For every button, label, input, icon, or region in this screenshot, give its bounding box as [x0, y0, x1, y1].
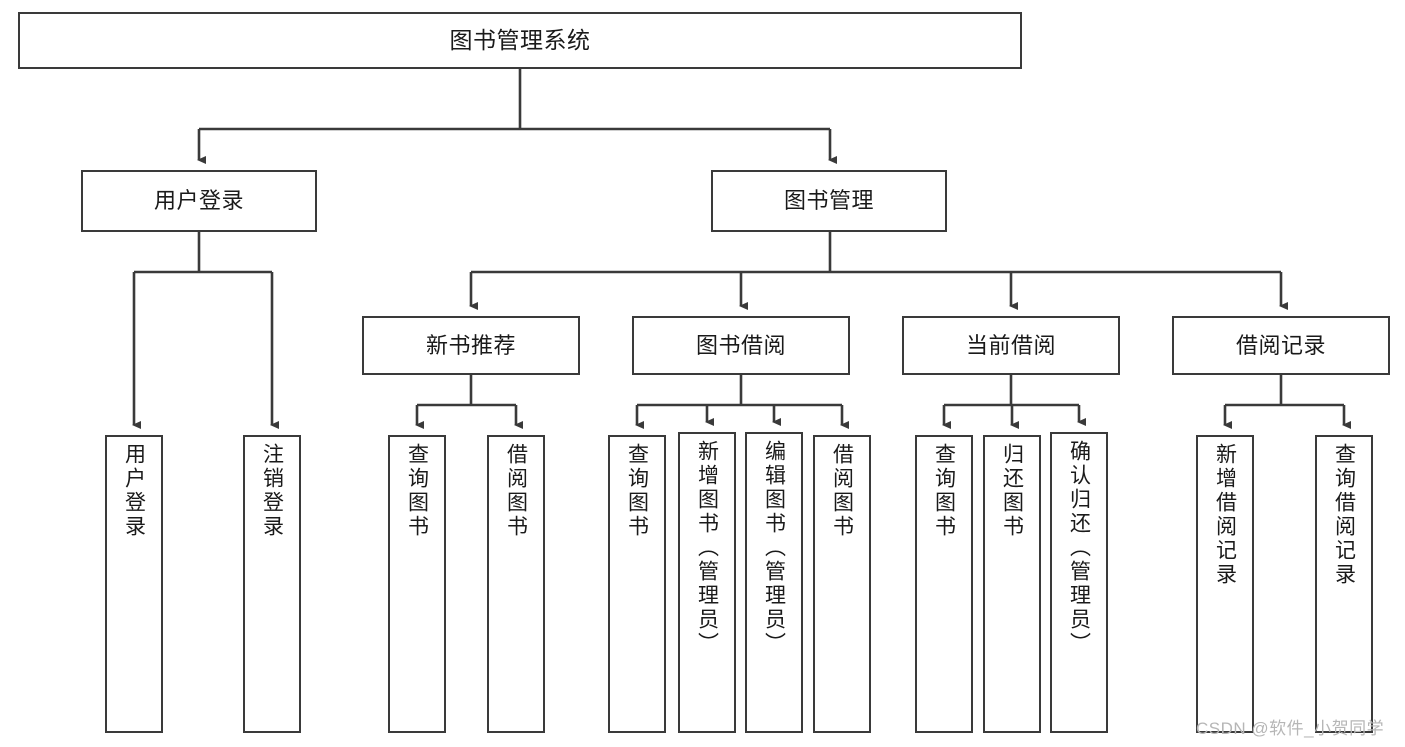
node-borrow-record[interactable]: 借阅记录 — [1172, 316, 1390, 375]
leaf-borrow-query-book[interactable]: 查询图书 — [608, 435, 666, 733]
leaf-add-borrow-record[interactable]: 新增借阅记录 — [1196, 435, 1254, 733]
leaf-query-borrow-record-label: 查询借阅记录 — [1332, 443, 1356, 587]
node-book-borrow[interactable]: 图书借阅 — [632, 316, 850, 375]
leaf-edit-book-admin-label: 编辑图书（管理员） — [762, 440, 786, 656]
node-book-borrow-label: 图书借阅 — [695, 332, 786, 358]
leaf-new-book-borrow[interactable]: 借阅图书 — [487, 435, 545, 733]
node-user-login-label: 用户登录 — [153, 188, 244, 214]
leaf-return-book-label: 归还图书 — [1000, 443, 1024, 539]
leaf-borrow-book[interactable]: 借阅图书 — [813, 435, 871, 733]
node-borrow-record-label: 借阅记录 — [1235, 332, 1326, 358]
leaf-new-book-query-label: 查询图书 — [405, 443, 429, 539]
leaf-borrow-book-label: 借阅图书 — [830, 443, 854, 539]
leaf-add-book-admin[interactable]: 新增图书（管理员） — [678, 432, 736, 733]
leaf-add-book-admin-label: 新增图书（管理员） — [695, 440, 719, 656]
leaf-logout[interactable]: 注销登录 — [243, 435, 301, 733]
leaf-current-query-book[interactable]: 查询图书 — [915, 435, 973, 733]
leaf-confirm-return-admin-label: 确认归还（管理员） — [1067, 440, 1091, 656]
leaf-new-book-borrow-label: 借阅图书 — [504, 443, 528, 539]
leaf-current-query-book-label: 查询图书 — [932, 443, 956, 539]
node-current-borrow-label: 当前借阅 — [965, 332, 1056, 358]
leaf-new-book-query[interactable]: 查询图书 — [388, 435, 446, 733]
leaf-confirm-return-admin[interactable]: 确认归还（管理员） — [1050, 432, 1108, 733]
leaf-user-login-label: 用户登录 — [122, 443, 146, 539]
node-new-book-recommend-label: 新书推荐 — [425, 332, 516, 358]
node-new-book-recommend[interactable]: 新书推荐 — [362, 316, 580, 375]
node-user-login[interactable]: 用户登录 — [81, 170, 317, 232]
leaf-logout-label: 注销登录 — [260, 443, 284, 539]
node-current-borrow[interactable]: 当前借阅 — [902, 316, 1120, 375]
leaf-query-borrow-record[interactable]: 查询借阅记录 — [1315, 435, 1373, 733]
leaf-borrow-query-book-label: 查询图书 — [625, 443, 649, 539]
node-book-management[interactable]: 图书管理 — [711, 170, 947, 232]
leaf-return-book[interactable]: 归还图书 — [983, 435, 1041, 733]
node-book-management-label: 图书管理 — [783, 188, 874, 214]
leaf-edit-book-admin[interactable]: 编辑图书（管理员） — [745, 432, 803, 733]
node-root-label: 图书管理系统 — [449, 26, 591, 53]
watermark-text: CSDN @软件_小贺同学 — [1196, 719, 1385, 738]
leaf-user-login[interactable]: 用户登录 — [105, 435, 163, 733]
leaf-add-borrow-record-label: 新增借阅记录 — [1213, 443, 1237, 587]
node-root-system[interactable]: 图书管理系统 — [18, 12, 1022, 69]
